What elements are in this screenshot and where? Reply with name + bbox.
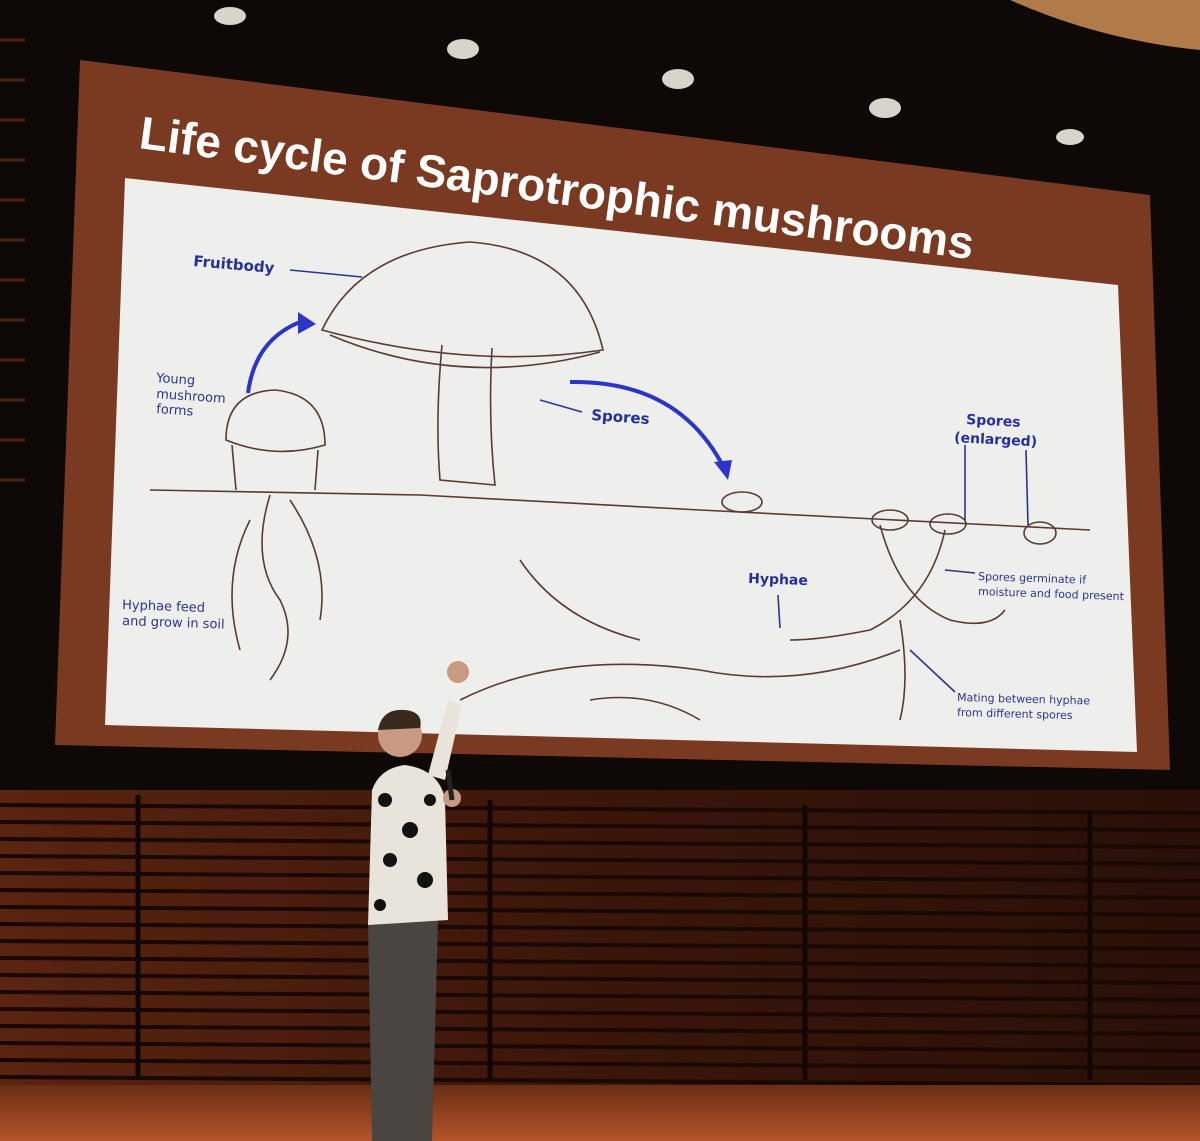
wall-slat bbox=[0, 956, 1200, 968]
label-young-3: forms bbox=[156, 402, 194, 420]
presenter bbox=[368, 661, 469, 1141]
wall-slat bbox=[0, 1007, 1200, 1019]
lifecycle-arrows bbox=[246, 320, 727, 471]
wall-slat bbox=[0, 1041, 1200, 1053]
label-germinate-2: moisture and food present bbox=[978, 585, 1125, 603]
stage-lights bbox=[214, 7, 1084, 145]
arrow-head-icon bbox=[298, 312, 316, 334]
label-mating-2: from different spores bbox=[957, 706, 1073, 722]
slide-diagram-area bbox=[105, 178, 1137, 752]
wall-slat bbox=[0, 905, 1200, 917]
label-feed-2: and grow in soil bbox=[122, 614, 225, 633]
wall-slat bbox=[0, 803, 1200, 815]
label-leader-lines bbox=[289, 269, 1029, 693]
label-young-1: Young bbox=[155, 371, 196, 389]
label-spores: Spores bbox=[591, 406, 651, 428]
wall-slat bbox=[0, 1075, 1200, 1087]
ceiling-panel bbox=[1010, 0, 1200, 50]
wall-slat bbox=[0, 990, 1200, 1002]
wall-slat bbox=[0, 1058, 1200, 1070]
wall-slat bbox=[0, 922, 1200, 934]
label-spores-enlarged-1: Spores bbox=[966, 412, 1021, 431]
wall-slat bbox=[0, 973, 1200, 985]
mushroom-illustration bbox=[149, 241, 1091, 721]
wall-slat bbox=[0, 888, 1200, 900]
stage-floor bbox=[0, 1085, 1200, 1141]
label-germinate-1: Spores germinate if bbox=[978, 570, 1088, 587]
wall-slat bbox=[0, 939, 1200, 951]
wall-slat bbox=[0, 854, 1200, 866]
left-wall-slats bbox=[0, 38, 25, 482]
wall-panel-dividers bbox=[135, 795, 1093, 1080]
label-hyphae: Hyphae bbox=[748, 571, 808, 589]
label-feed-1: Hyphae feed bbox=[122, 598, 205, 616]
wall-slats bbox=[0, 803, 1200, 1087]
label-mating-1: Mating between hyphae bbox=[957, 691, 1091, 707]
wall-slat bbox=[0, 837, 1200, 849]
wall-slat bbox=[0, 871, 1200, 883]
arrow-head-icon bbox=[714, 460, 732, 480]
wall-slat bbox=[0, 1024, 1200, 1036]
label-young-2: mushroom bbox=[156, 387, 226, 407]
label-spores-enlarged-2: (enlarged) bbox=[954, 430, 1038, 450]
wall-slat bbox=[0, 820, 1200, 832]
